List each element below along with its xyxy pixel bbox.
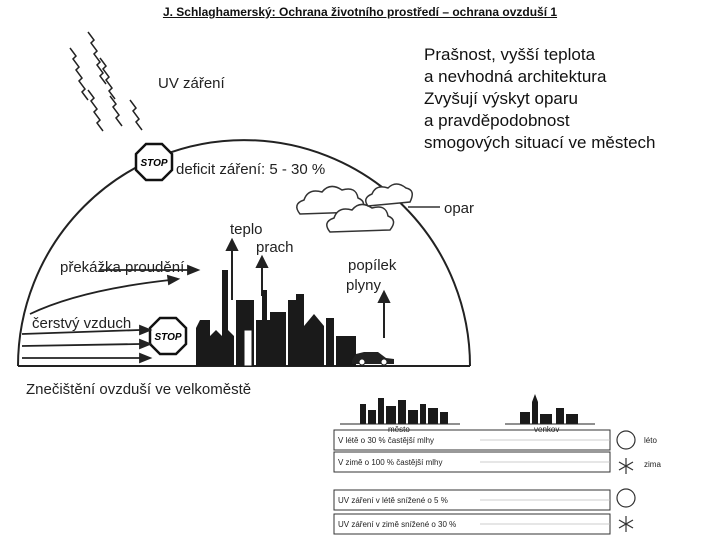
stop-sign-icon: STOP [148, 316, 188, 356]
stop-sign-icon: STOP [134, 142, 174, 182]
popilek-label: popílek [348, 257, 397, 274]
prach-label: prach [256, 239, 294, 256]
side-text-line: Zvyšují výskyt oparu [424, 89, 578, 108]
stop-sign-label: STOP [140, 158, 167, 169]
comparison-panel: město venkov V létě o 30 % častější mlhy… [333, 394, 661, 535]
city-skyline [196, 270, 356, 367]
side-text-line: a pravděpodobnost [424, 111, 570, 130]
teplo-label: teplo [230, 221, 263, 238]
snowflake-icon [618, 516, 634, 532]
air-flow-arrows [21, 264, 201, 364]
mesto-label: město [388, 425, 410, 434]
sun-icon [616, 430, 636, 450]
mesto-skyline [360, 398, 448, 424]
zima-label: zima [644, 460, 661, 469]
side-text-line: Prašnost, vyšší teplota [424, 45, 596, 64]
leto-label: léto [644, 436, 657, 445]
comparison-row: V zimě o 100 % častější mlhy [338, 458, 442, 467]
venkov-label: venkov [534, 425, 559, 434]
comparison-row: UV záření v létě snížené o 5 % [338, 496, 448, 505]
comparison-row: UV záření v zimě snížené o 30 % [338, 520, 456, 529]
uv-label: UV záření [158, 75, 226, 92]
side-text-line: smogových situací ve městech [424, 133, 656, 152]
stop-sign-label: STOP [154, 332, 181, 343]
sun-icon [616, 488, 636, 508]
deficit-label: deficit záření: 5 - 30 % [176, 161, 325, 178]
opar-label: opar [444, 200, 474, 217]
car-icon [352, 352, 394, 366]
dome-arc [17, 139, 471, 367]
uv-rays [69, 31, 143, 132]
cloud-icon [296, 183, 413, 233]
plyny-label: plyny [346, 277, 382, 294]
prekazka-label: překážka proudění [60, 259, 185, 276]
side-text-line: a nevhodná architektura [424, 67, 607, 86]
venkov-skyline [520, 394, 578, 424]
slide-title: J. Schlaghamerský: Ochrana životního pro… [162, 5, 558, 19]
diagram-caption: Znečištění ovzduší ve velkoměstě [26, 381, 251, 398]
snowflake-icon [618, 458, 634, 474]
side-text: Prašnost, vyšší teplota a nevhodná archi… [424, 44, 714, 154]
comparison-row: V létě o 30 % častější mlhy [338, 436, 434, 445]
vzduch-label: čerstvý vzduch [32, 315, 131, 332]
